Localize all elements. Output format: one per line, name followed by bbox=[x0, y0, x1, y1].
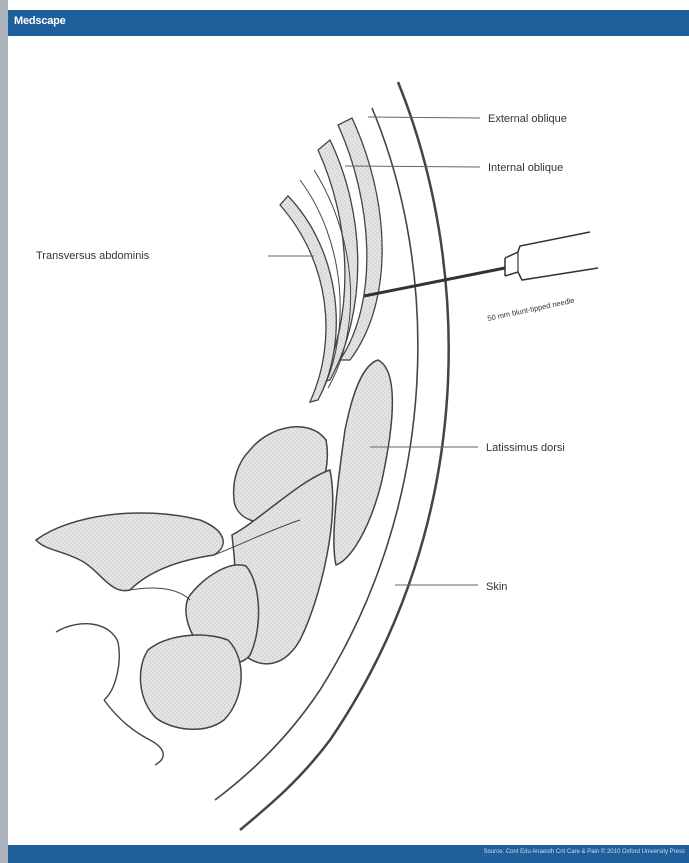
label-external-oblique: External oblique bbox=[488, 113, 567, 125]
external-oblique-leader bbox=[368, 117, 480, 118]
label-skin: Skin bbox=[486, 581, 507, 593]
vertebra-transverse-process bbox=[36, 513, 223, 591]
latissimus-dorsi-muscle bbox=[334, 360, 392, 565]
label-transversus-abdominis: Transversus abdominis bbox=[36, 250, 150, 262]
label-latissimus-dorsi: Latissimus dorsi bbox=[486, 442, 565, 454]
label-needle: 50 mm blunt-tipped needle bbox=[487, 296, 576, 323]
label-internal-oblique: Internal oblique bbox=[488, 162, 563, 174]
transversus-abdominis-muscle bbox=[280, 196, 336, 402]
multifidus-muscle bbox=[140, 635, 241, 729]
source-citation: Source: Cont Edu Anaesth Crit Care & Pai… bbox=[483, 849, 685, 855]
footer-bar: Source: Cont Edu Anaesth Crit Care & Pai… bbox=[8, 845, 689, 863]
blunt-tipped-needle bbox=[364, 232, 598, 296]
